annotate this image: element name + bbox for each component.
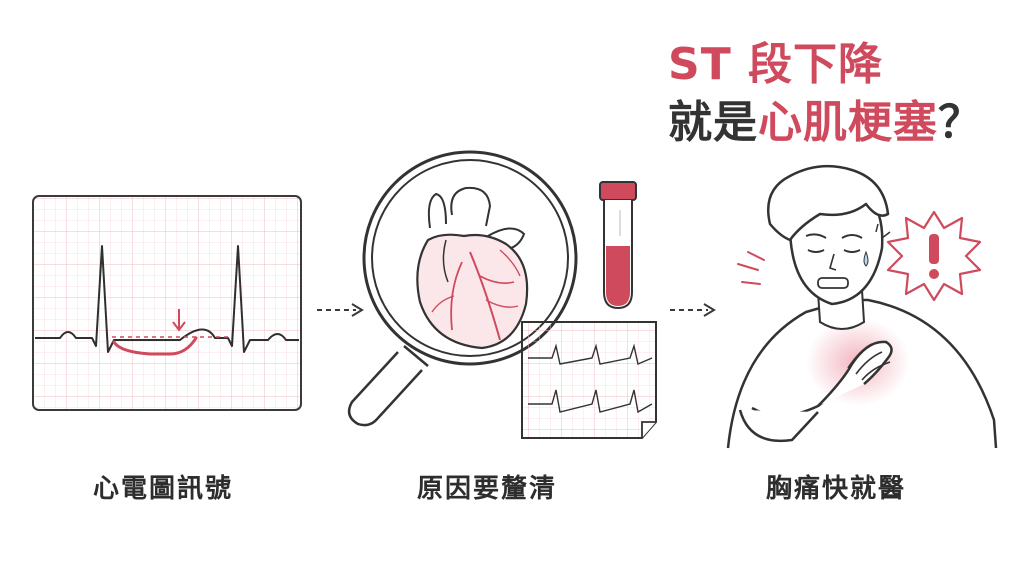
title-prefix: 就是 (668, 97, 758, 148)
step-caption-seek-care: 胸痛快就醫 (765, 474, 906, 504)
step-caption-cause: 原因要釐清 (416, 474, 557, 504)
title-line-1: ST 段下降 (668, 39, 884, 90)
title-accent: 心肌梗塞 (758, 97, 938, 148)
dashed-arrow-icon (317, 303, 364, 317)
blood-tube-icon (599, 181, 637, 310)
down-arrow-icon (172, 309, 186, 332)
title-suffix: ？ (938, 97, 983, 148)
ecg-paper-icon (521, 321, 657, 439)
chest-pain-person-icon (726, 164, 998, 449)
step-caption-ecg: 心電圖訊號 (92, 474, 233, 504)
alert-burst-icon (886, 210, 982, 302)
ecg-grid-icon (32, 195, 302, 411)
magnifier-heart-icon (347, 150, 578, 427)
dashed-arrow-icon (670, 303, 716, 317)
title-line-2: 就是心肌梗塞？ (668, 86, 983, 150)
